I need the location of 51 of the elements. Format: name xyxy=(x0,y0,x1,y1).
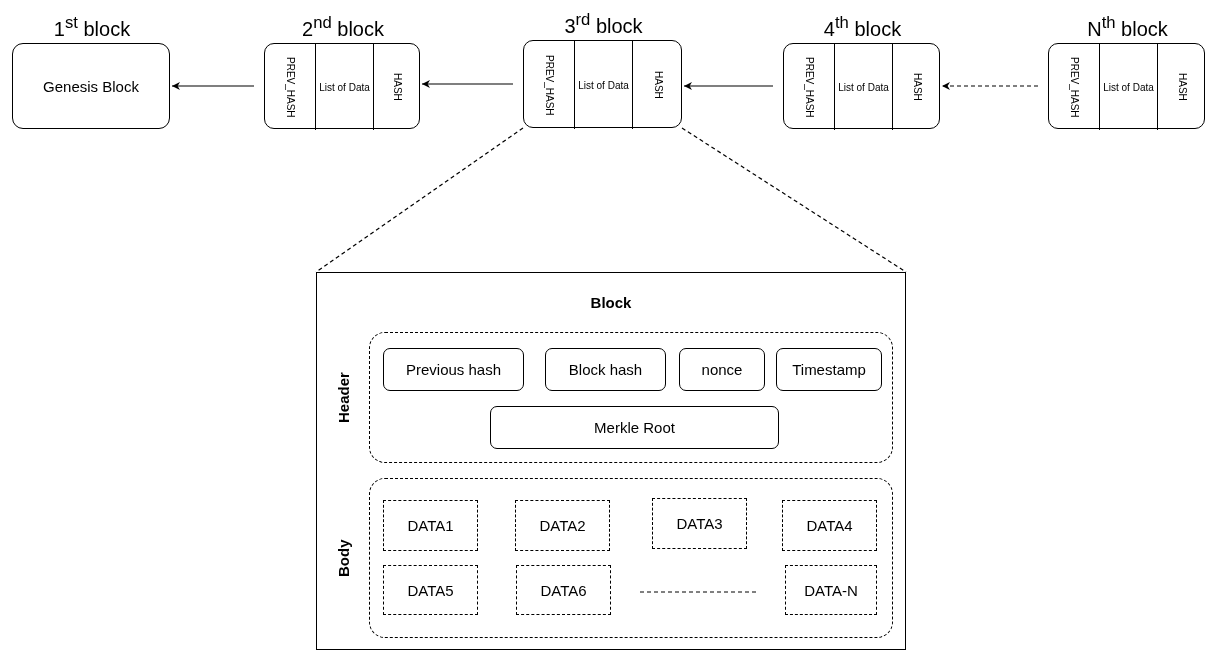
group-title: Body xyxy=(333,538,353,579)
cell-label: List of Data xyxy=(318,80,371,95)
cell-label: List of Data xyxy=(837,80,890,95)
data-box xyxy=(782,500,877,551)
cell-label: HASH xyxy=(910,72,924,103)
cell-label: PREV_HASH xyxy=(1067,55,1081,120)
field-box xyxy=(383,348,524,391)
zoom-line xyxy=(315,127,524,273)
data-box xyxy=(515,500,610,551)
arrow xyxy=(171,82,255,90)
field-box xyxy=(679,348,765,391)
cell-label: List of Data xyxy=(1102,80,1155,95)
block-title: 3$^{rd}$ block xyxy=(563,9,644,35)
box-label: DATA4 xyxy=(805,516,854,536)
arrow xyxy=(941,82,1039,90)
field-box xyxy=(490,406,779,449)
cell-label: List of Data xyxy=(577,78,630,93)
box-label: DATA6 xyxy=(539,580,588,601)
box-label: DATA-N xyxy=(803,580,859,601)
frame-title: Block xyxy=(589,292,633,313)
data-box xyxy=(516,565,611,615)
box-label: DATA5 xyxy=(406,580,455,601)
block-title: 1$^{st}$ block xyxy=(52,12,132,38)
box-label: nonce xyxy=(700,360,744,380)
box-label: DATA2 xyxy=(538,516,587,536)
box-label: Previous hash xyxy=(404,360,503,380)
box-label: Genesis Block xyxy=(42,76,140,97)
block-title: 4$^{th}$ block xyxy=(822,12,903,38)
box-label: DATA1 xyxy=(406,516,455,536)
box-label: DATA3 xyxy=(675,514,724,534)
arrow xyxy=(421,80,514,88)
box-label: Block hash xyxy=(567,360,644,380)
block-detail-frame xyxy=(316,272,906,650)
box-label: Merkle Root xyxy=(593,418,676,438)
data-box xyxy=(785,565,877,615)
cell-label: PREV_HASH xyxy=(283,55,297,120)
data-box xyxy=(383,565,478,615)
cell-label: PREV_HASH xyxy=(802,55,816,120)
block-title: N$^{th}$ block xyxy=(1086,12,1169,38)
cell-label: HASH xyxy=(391,72,404,103)
data-box xyxy=(383,500,478,551)
field-box xyxy=(545,348,666,391)
field-box xyxy=(776,348,882,391)
cell-label: HASH xyxy=(1175,72,1189,103)
cell-label: HASH xyxy=(651,70,665,101)
arrow xyxy=(683,82,774,90)
data-box xyxy=(652,498,747,549)
block-title: 2$^{nd}$ block xyxy=(301,12,385,38)
box-label: Timestamp xyxy=(791,360,867,380)
cell-label: PREV_HASH xyxy=(542,53,556,118)
group-title: Header xyxy=(333,371,353,425)
